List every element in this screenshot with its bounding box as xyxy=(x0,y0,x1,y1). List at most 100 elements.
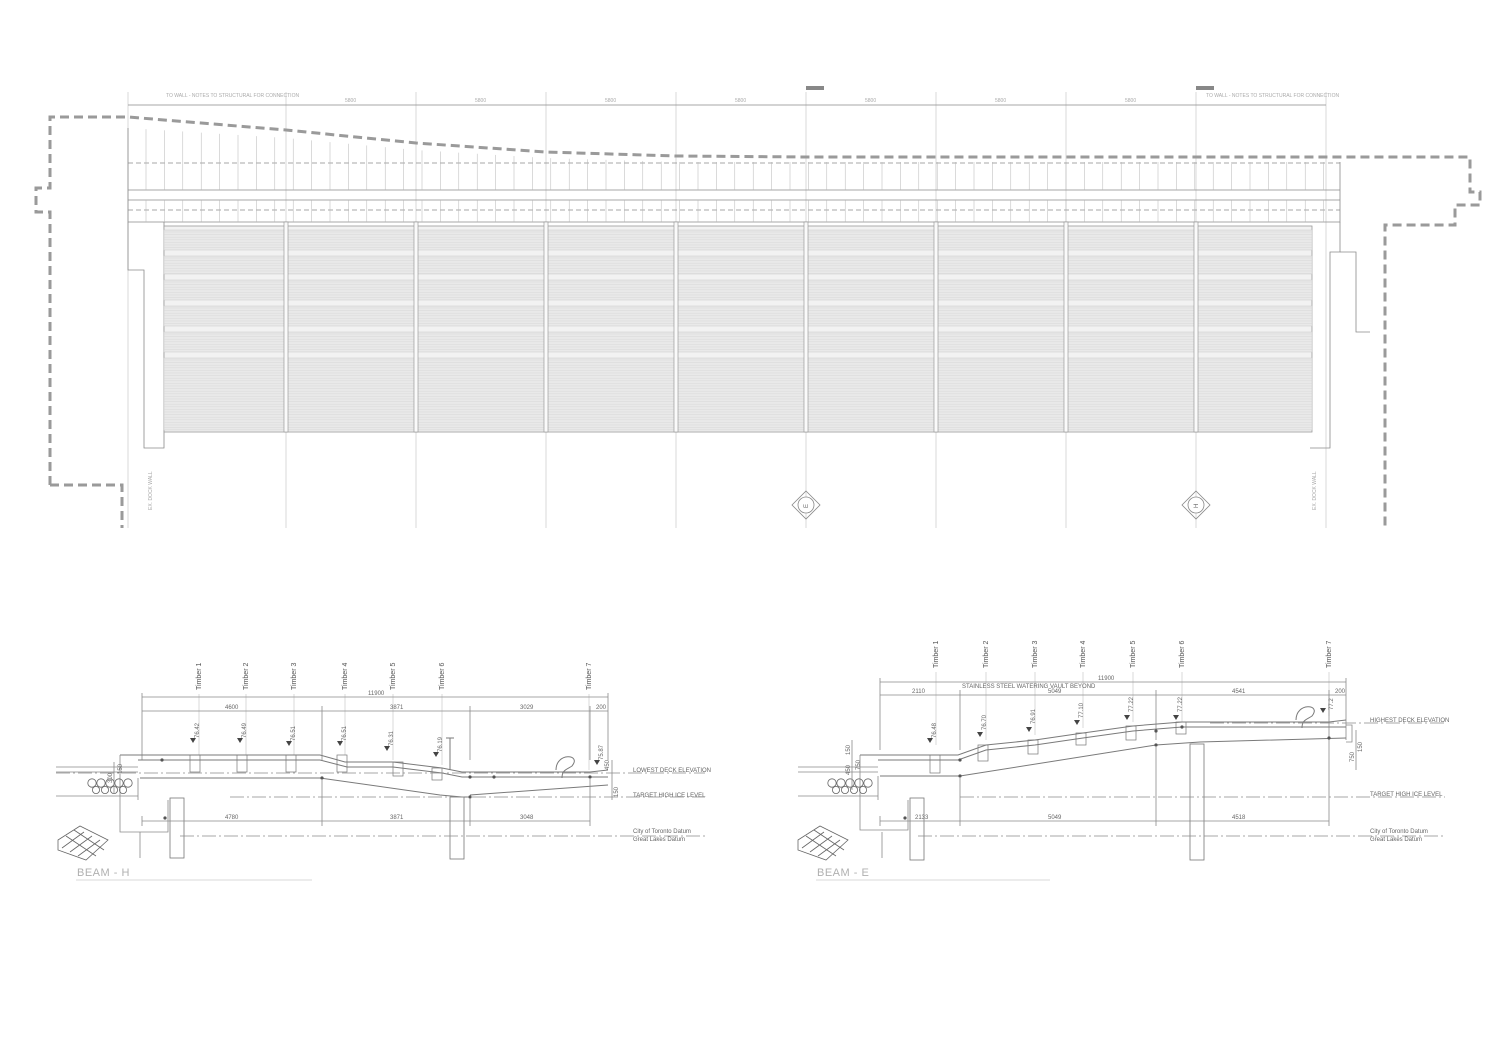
plan-note-left: TO WALL - NOTES TO STRUCTURAL FOR CONNEC… xyxy=(166,93,299,99)
deck-beams xyxy=(283,221,1199,433)
svg-text:77.22: 77.22 xyxy=(1129,696,1135,712)
dim-bottom: 4780 xyxy=(225,815,239,821)
section-title: BEAM - H xyxy=(77,867,130,879)
note-watering-vault: STAINLESS STEEL WATERING VAULT BEYOND xyxy=(962,684,1096,690)
dim-top: 2110 xyxy=(912,689,926,695)
plan-dimension-string: TO WALL - NOTES TO STRUCTURAL FOR CONNEC… xyxy=(128,86,1339,106)
dim-side: 450 xyxy=(605,759,611,770)
plan-bay-label: 5800 xyxy=(605,98,616,104)
dim-side: 150 xyxy=(1358,741,1364,752)
timber-label: Timber 6 xyxy=(1179,641,1186,668)
dim-side: 150 xyxy=(614,786,620,797)
elevation-markers: 76.48 76.70 76.91 77.10 77.22 77.22 77.2 xyxy=(927,696,1335,743)
section-beam-h: Timber 1 Timber 2 Timber 3 Timber 4 Timb… xyxy=(56,663,711,881)
dim-side: 300 xyxy=(108,772,114,783)
dim-side: 150 xyxy=(846,744,852,755)
dim-side: 150 xyxy=(118,763,124,774)
svg-text:77.2: 77.2 xyxy=(1329,698,1335,710)
ref-toronto-datum: City of Toronto Datum xyxy=(1370,829,1428,835)
svg-text:E: E xyxy=(804,504,810,508)
deck-steps xyxy=(189,754,443,781)
svg-text:77.10: 77.10 xyxy=(1079,702,1085,718)
timber-label: Timber 1 xyxy=(933,641,940,668)
plan-view: TO WALL - NOTES TO STRUCTURAL FOR CONNEC… xyxy=(34,86,1482,528)
timber-label: Timber 3 xyxy=(1032,641,1039,668)
dim-side: 750 xyxy=(1350,751,1356,762)
plan-bay-label: 5800 xyxy=(1125,98,1136,104)
dim-bottom: 4518 xyxy=(1232,815,1246,821)
section-title: BEAM - E xyxy=(817,867,869,879)
svg-text:76.19: 76.19 xyxy=(438,736,444,752)
ground-hatch xyxy=(797,825,849,861)
plan-bay-label: 5800 xyxy=(475,98,486,104)
deck-slats-upper xyxy=(145,129,1324,222)
timber-labels: Timber 1 Timber 2 Timber 3 Timber 4 Timb… xyxy=(196,663,593,690)
svg-text:76.91: 76.91 xyxy=(1031,708,1037,724)
dim-top: 200 xyxy=(1335,689,1346,695)
svg-text:76.51: 76.51 xyxy=(291,725,297,741)
elevation-markers: 76.42 76.49 76.51 76.51 76.31 76.19 75.8… xyxy=(190,722,605,765)
dim-overall: 11900 xyxy=(368,691,385,697)
timber-labels: Timber 1 Timber 2 Timber 3 Timber 4 Timb… xyxy=(933,641,1333,668)
rubble-fill xyxy=(87,778,133,795)
dim-bottom: 3048 xyxy=(520,815,534,821)
existing-dock-outline-left xyxy=(50,483,124,528)
ref-target-ice: TARGET HIGH ICE LEVEL xyxy=(1370,792,1443,798)
plan-note-right: TO WALL - NOTES TO STRUCTURAL FOR CONNEC… xyxy=(1206,93,1339,99)
dim-top: 5049 xyxy=(1048,689,1062,695)
plan-bay-label: 5800 xyxy=(735,98,746,104)
plan-section-mark xyxy=(1196,86,1214,90)
ref-lowest-deck: LOWEST DECK ELEVATION xyxy=(633,768,711,774)
timber-label: Timber 5 xyxy=(390,663,397,690)
ground-hatch xyxy=(57,825,109,861)
main-deck: EX. DOCK WALL EX. DOCK WALL xyxy=(127,221,1370,510)
deck-profile xyxy=(56,737,609,860)
dim-top: 4541 xyxy=(1232,689,1246,695)
existing-dock-outline xyxy=(34,115,1482,528)
plan-bay-label: 5800 xyxy=(345,98,356,104)
plan-bay-label: 5800 xyxy=(995,98,1006,104)
ref-great-lakes-datum: Great Lakes Datum xyxy=(1370,837,1422,843)
wall-label-left: EX. DOCK WALL xyxy=(148,471,154,510)
plan-section-mark xyxy=(806,86,824,90)
timber-label: Timber 1 xyxy=(196,663,203,690)
timber-label: Timber 3 xyxy=(291,663,298,690)
dim-top: 4600 xyxy=(225,705,239,711)
svg-text:H: H xyxy=(1194,504,1200,508)
svg-text:76.42: 76.42 xyxy=(195,722,201,738)
timber-label: Timber 6 xyxy=(439,663,446,690)
rubble-fill xyxy=(827,778,873,795)
timber-label: Timber 4 xyxy=(342,663,349,690)
svg-text:76.31: 76.31 xyxy=(389,730,395,746)
deck-boards xyxy=(163,229,1313,431)
dim-top: 3029 xyxy=(520,705,534,711)
svg-text:76.49: 76.49 xyxy=(242,722,248,738)
timber-label: Timber 5 xyxy=(1130,641,1137,668)
dim-side: 450 xyxy=(846,764,852,775)
grid-bubble-e: E xyxy=(791,490,821,520)
wall-label-right: EX. DOCK WALL xyxy=(1312,471,1318,510)
timber-label: Timber 2 xyxy=(243,663,250,690)
ref-target-ice: TARGET HIGH ICE LEVEL xyxy=(633,793,706,799)
dim-overall: 11900 xyxy=(1098,676,1115,682)
dim-bottom: 5049 xyxy=(1048,815,1062,821)
deck-profile xyxy=(798,706,1353,861)
dim-bottom: 2133 xyxy=(915,815,929,821)
timber-label: Timber 2 xyxy=(983,641,990,668)
timber-label: Timber 4 xyxy=(1080,641,1087,668)
ref-toronto-datum: City of Toronto Datum xyxy=(633,829,691,835)
svg-text:76.51: 76.51 xyxy=(342,725,348,741)
plan-bay-label: 5800 xyxy=(865,98,876,104)
dim-side: 750 xyxy=(856,759,862,770)
grid-bubble-h: H xyxy=(1181,490,1211,520)
svg-text:76.48: 76.48 xyxy=(932,722,938,738)
dim-top: 200 xyxy=(596,705,607,711)
dim-bottom: 3871 xyxy=(390,815,404,821)
svg-text:75.87: 75.87 xyxy=(599,744,605,760)
dim-top: 3871 xyxy=(390,705,404,711)
ref-great-lakes-datum: Great Lakes Datum xyxy=(633,837,685,843)
timber-label: Timber 7 xyxy=(1326,641,1333,668)
section-beam-e: Timber 1 Timber 2 Timber 3 Timber 4 Timb… xyxy=(797,641,1449,881)
deck-steps xyxy=(929,721,1187,774)
